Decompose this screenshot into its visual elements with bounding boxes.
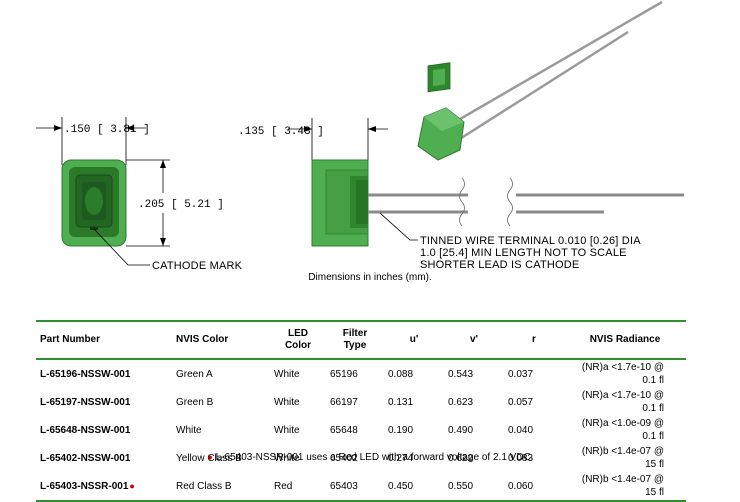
cell-part-number: L-65648-NSSW-001 <box>40 424 131 436</box>
cell-filter-type: 65196 <box>330 368 358 380</box>
red-note-dot-icon: ● <box>207 452 213 462</box>
cell-led-color: Red <box>274 480 293 492</box>
cell-nvis-radiance: (NR)a <1.7e-10 @ 0.1 fl <box>581 390 664 414</box>
cell-v: 0.622 <box>448 452 474 464</box>
cell-v: 0.543 <box>448 368 474 380</box>
cell-nvis-color: Yellow Class B <box>176 452 242 464</box>
cell-nvis-radiance: (NR)a <1.0e-09 @ 0.1 fl <box>581 418 664 442</box>
cell-part-number: L-65196-NSSW-001 <box>40 368 131 380</box>
cell-v: 0.490 <box>448 424 474 436</box>
table-row: L-65196-NSSW-001 Green A White 65196 0.0… <box>36 359 686 388</box>
table-row: L-65403-NSSR-001● Red Class B Red 65403 … <box>36 472 686 501</box>
front-height-dimension: .205 [ 5.21 ] <box>138 199 224 211</box>
isometric-view <box>417 0 663 161</box>
cell-filter-type: 66197 <box>330 396 358 408</box>
cell-nvis-color: Green A <box>176 368 213 380</box>
cell-r: 0.057 <box>508 396 534 408</box>
cell-v: 0.550 <box>448 480 474 492</box>
header-part-number: Part Number <box>40 334 101 345</box>
cell-led-color: White <box>274 452 300 464</box>
footnote: ● L-65403-NSSR-001 uses a Red LED with a… <box>0 452 740 463</box>
header-r: r <box>532 334 536 345</box>
wire-note-line-3: SHORTER LEAD IS CATHODE <box>420 259 579 271</box>
table-row: L-65402-NSSW-001 Yellow Class B White 65… <box>36 444 686 472</box>
wire-note-line-2: 1.0 [25.4] MIN LENGTH NOT TO SCALE <box>420 247 627 259</box>
header-nvis-radiance: NVIS Radiance <box>589 334 661 345</box>
cell-r: 0.083 <box>508 452 534 464</box>
cell-filter-type: 65402 <box>330 452 358 464</box>
cell-part-number: L-65197-NSSW-001 <box>40 396 131 408</box>
cell-part-number: L-65403-NSSR-001● <box>40 480 135 492</box>
header-nvis-color: NVIS Color <box>176 334 229 345</box>
cell-nvis-color: White <box>176 424 202 436</box>
cell-r: 0.060 <box>508 480 534 492</box>
cell-nvis-color: Green B <box>176 396 214 408</box>
cell-nvis-color: Red Class B <box>176 480 232 492</box>
header-u: u' <box>409 334 419 345</box>
cell-u: 0.450 <box>388 480 414 492</box>
cell-led-color: White <box>274 396 300 408</box>
cell-u: 0.131 <box>388 396 414 408</box>
side-width-dimension: .135 [ 3.43 ] <box>238 126 324 138</box>
dimensions-caption: Dimensions in inches (mm). <box>308 272 432 283</box>
cell-u: 0.274 <box>388 452 414 464</box>
cell-nvis-radiance: (NR)a <1.7e-10 @ 0.1 fl <box>581 362 664 386</box>
led-technical-drawing: .150 [ 3.81 ] .205 [ 5.21 ] CATHODE MARK… <box>36 0 684 272</box>
cell-r: 0.037 <box>508 368 534 380</box>
cathode-mark-notch <box>90 227 98 230</box>
table-row: L-65197-NSSW-001 Green B White 66197 0.1… <box>36 388 686 416</box>
cell-r: 0.040 <box>508 424 534 436</box>
front-view: .150 [ 3.81 ] .205 [ 5.21 ] CATHODE MARK <box>36 117 243 272</box>
cell-filter-type: 65648 <box>330 424 358 436</box>
table-row: L-65648-NSSW-001 White White 65648 0.190… <box>36 416 686 444</box>
cell-led-color: White <box>274 368 300 380</box>
front-width-dimension: .150 [ 3.81 ] <box>64 124 150 136</box>
cell-led-color: White <box>274 424 300 436</box>
header-v: v' <box>470 334 478 345</box>
wire-note-line-1: TINNED WIRE TERMINAL 0.010 [0.26] DIA <box>420 235 641 247</box>
cell-filter-type: 65403 <box>330 480 358 492</box>
cell-u: 0.088 <box>388 368 414 380</box>
cell-v: 0.623 <box>448 396 474 408</box>
side-view: .135 [ 3.43 ] TINNED WIRE TERMINAL 0.010… <box>238 118 684 271</box>
cathode-mark-label: CATHODE MARK <box>152 260 243 272</box>
red-note-dot-icon: ● <box>129 480 135 491</box>
cell-nvis-radiance: (NR)b <1.4e-07 @ 15 fl <box>581 474 664 498</box>
cell-u: 0.190 <box>388 424 414 436</box>
footnote-text: L-65403-NSSR-001 uses a Red LED with a f… <box>215 452 534 463</box>
cell-part-number: L-65402-NSSW-001 <box>40 452 131 464</box>
side-leads <box>368 177 684 227</box>
cell-nvis-radiance: (NR)b <1.4e-07 @ 15 fl <box>581 446 664 470</box>
